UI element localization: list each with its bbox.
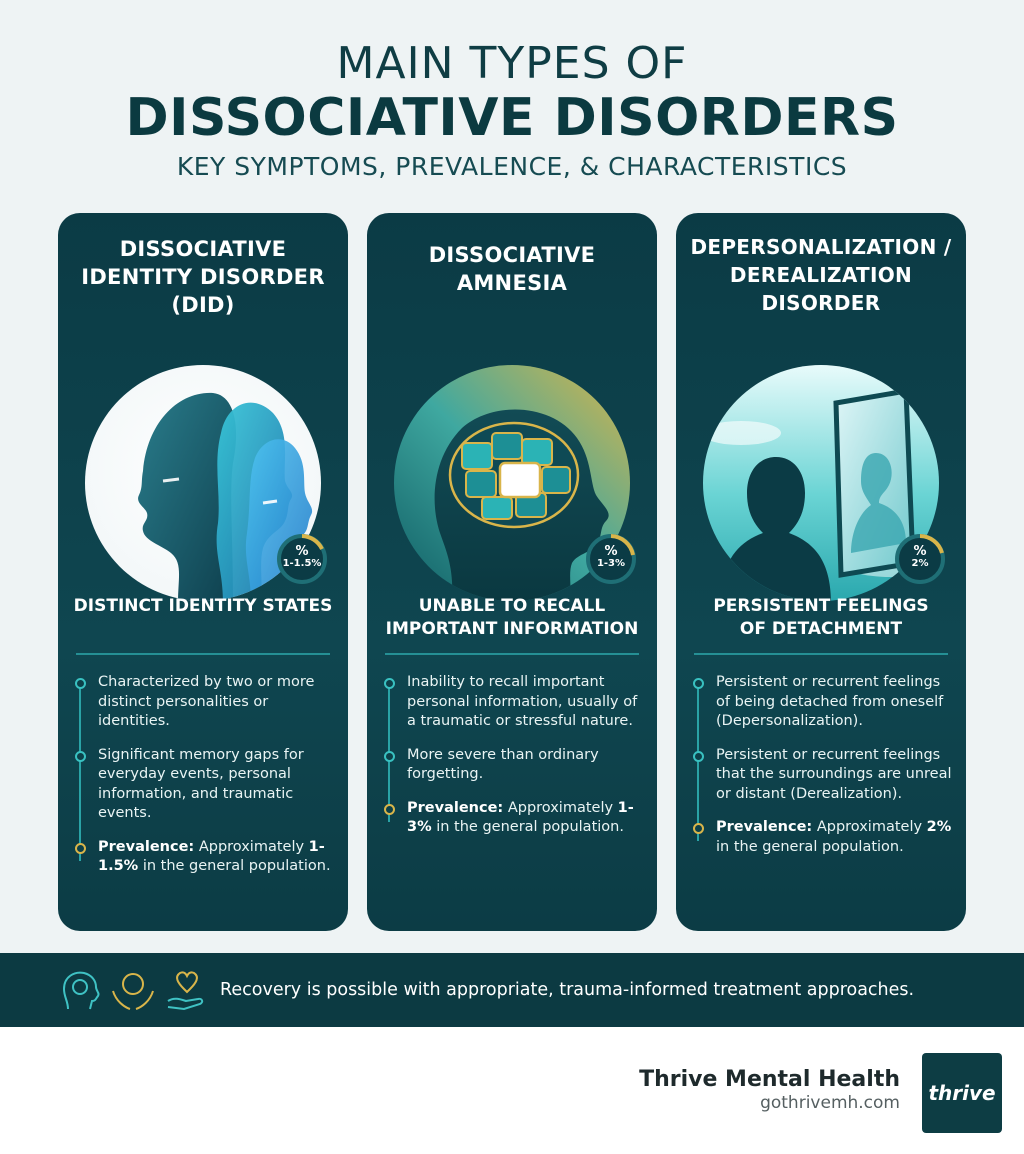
divider (694, 653, 948, 655)
timeline-line (388, 679, 390, 822)
list-item: Persistent or recurrent feelings of bein… (693, 673, 956, 732)
prevalence-ring-icon (586, 534, 636, 584)
bullet-dot-icon (384, 678, 395, 689)
bullet-dot-icon (693, 823, 704, 834)
footer: Thrive Mental Health gothrivemh.com thri… (0, 1027, 1024, 1154)
title-line-1: MAIN TYPES OF (336, 38, 688, 89)
puzzle-brain-head-icon (394, 365, 630, 601)
timeline-line (79, 679, 81, 861)
prevalence-badge: % 1-1.5% (276, 544, 328, 570)
prevalence-item: Prevalence: Approximately 2% in the gene… (693, 818, 956, 857)
bullet-list: Persistent or recurrent feelings of bein… (693, 673, 956, 871)
prevalence-item: Prevalence: Approximately 1-3% in the ge… (384, 799, 647, 838)
badge-symbol: % (604, 544, 618, 559)
badge-symbol: % (913, 544, 927, 559)
bullet-dot-icon (693, 678, 704, 689)
badge-value: 1-3% (596, 558, 626, 569)
card-depersonalization: DEPERSONALIZATION / DEREALIZATION DISORD… (676, 213, 966, 931)
header: MAIN TYPES OF DISSOCIATIVE DISORDERS KEY… (0, 0, 1024, 210)
card-subtitle: PERSISTENT FEELINGS OF DETACHMENT (713, 596, 929, 639)
prevalence-badge: % 1-3% (585, 544, 637, 570)
two-faces-icon (85, 365, 321, 601)
bullet-dot-icon (384, 750, 395, 762)
brand-url[interactable]: gothrivemh.com (760, 1093, 900, 1113)
bullet-dot-icon (75, 750, 86, 762)
bullet-dot-icon (384, 803, 395, 815)
prevalence-ring-icon (277, 534, 327, 584)
list-item: Inability to recall important personal i… (384, 673, 647, 732)
brain-hands-icon (112, 973, 154, 1010)
list-item: Characterized by two or more distinct pe… (75, 673, 338, 732)
card-subtitle: DISTINCT IDENTITY STATES (73, 596, 333, 616)
heart-hand-icon (167, 971, 204, 1011)
divider (385, 653, 639, 655)
bullet-dot-icon (75, 842, 86, 854)
badge-value: 2% (911, 558, 929, 569)
list-item: Significant memory gaps for everyday eve… (75, 746, 338, 824)
bullet-dot-icon (693, 750, 704, 762)
card-title: DISSOCIATIVE IDENTITY DISORDER (DID) (81, 237, 325, 317)
prevalence-item: Prevalence: Approximately 1-1.5% in the … (75, 838, 338, 877)
thrive-logo: thrive (922, 1053, 1002, 1133)
card-title: DISSOCIATIVE AMNESIA (428, 243, 596, 295)
banner-text: Recovery is possible with appropriate, t… (220, 980, 915, 1000)
title-line-2: DISSOCIATIVE DISORDERS (125, 88, 899, 148)
badge-value: 1-1.5% (282, 558, 322, 569)
list-item: Persistent or recurrent feelings that th… (693, 746, 956, 805)
brain-head-icon (62, 971, 100, 1010)
bullet-dot-icon (75, 678, 86, 689)
divider (76, 653, 330, 655)
banner-icons (62, 971, 204, 1011)
title-line-3: KEY SYMPTOMS, PREVALENCE, & CHARACTERIST… (176, 152, 848, 181)
card-did: DISSOCIATIVE IDENTITY DISORDER (DID) (58, 213, 348, 931)
prevalence-ring-icon (895, 534, 945, 584)
bullet-list: Characterized by two or more distinct pe… (75, 673, 338, 891)
card-amnesia: DISSOCIATIVE AMNESIA (367, 213, 657, 931)
badge-symbol: % (295, 544, 309, 559)
card-title: DEPERSONALIZATION / DEREALIZATION DISORD… (690, 235, 952, 315)
list-item: More severe than ordinary forgetting. (384, 746, 647, 785)
mirror-silhouette-icon (703, 365, 939, 601)
recovery-banner: Recovery is possible with appropriate, t… (0, 953, 1024, 1027)
bullet-list: Inability to recall important personal i… (384, 673, 647, 852)
card-subtitle: UNABLE TO RECALL IMPORTANT INFORMATION (385, 596, 639, 639)
prevalence-badge: % 2% (894, 544, 946, 570)
brand-name: Thrive Mental Health (639, 1067, 900, 1092)
